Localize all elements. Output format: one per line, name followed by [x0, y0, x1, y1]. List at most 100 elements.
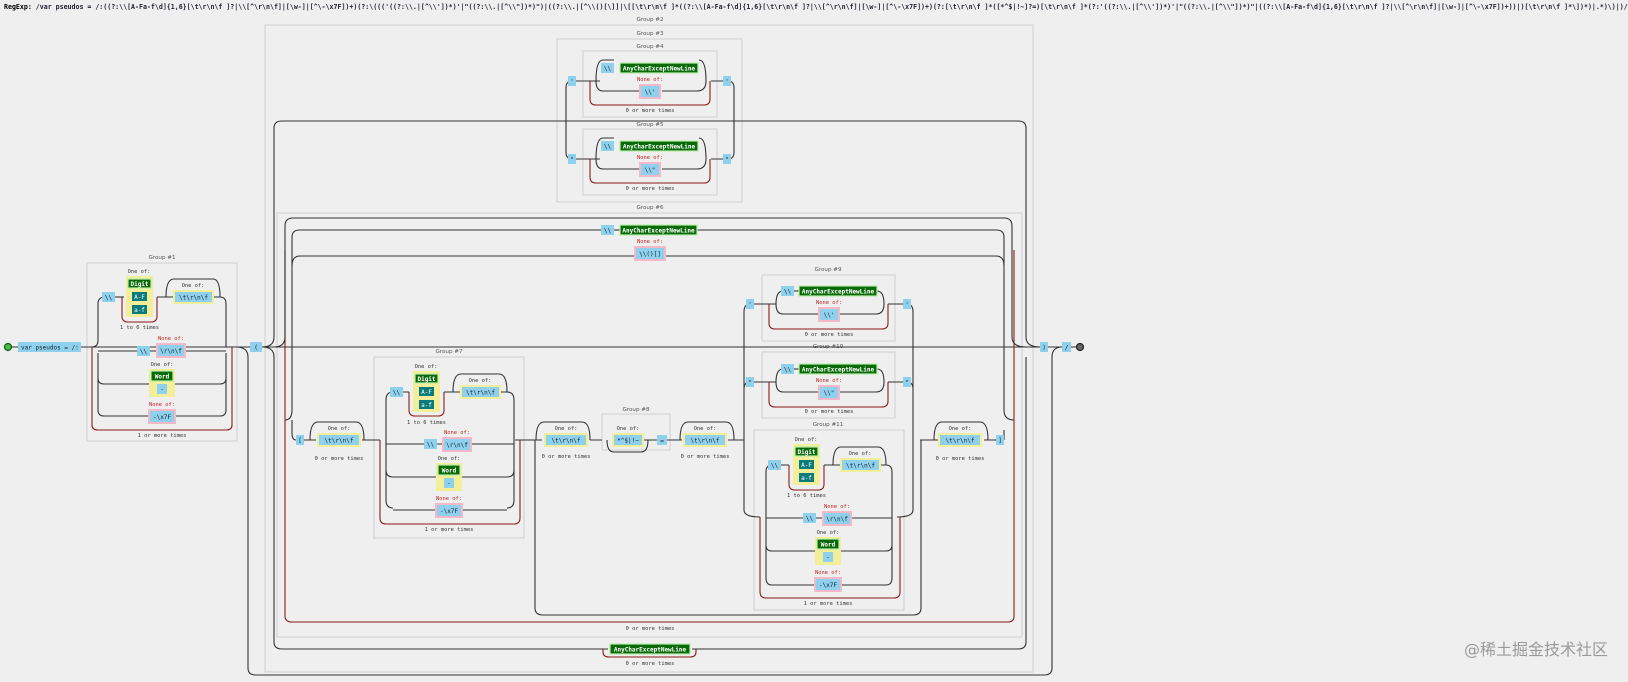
g1-noneof-label: None of:	[158, 336, 184, 342]
g10-branches	[775, 368, 885, 393]
ws3: \t\r\n\f	[691, 438, 720, 445]
g10-noneof-label: None of:	[816, 378, 842, 384]
g8-oneof-label: One of:	[617, 426, 640, 432]
start-literal: var pseudos = /:	[21, 345, 79, 352]
ws1-count: 0 or more times	[315, 456, 364, 462]
g10-anychar: AnyCharExceptNewLine	[802, 367, 875, 374]
slash-box	[1062, 342, 1071, 352]
g8-skip	[606, 439, 649, 453]
bracket-close-box	[996, 435, 1004, 445]
g5-dquote-open: "	[570, 157, 574, 164]
group-11-box	[753, 429, 905, 611]
group-1-label: Group #1	[148, 255, 175, 261]
group-1-branches-left	[91, 296, 106, 417]
g7-branches-right	[506, 391, 515, 509]
ws3-skip	[679, 421, 735, 441]
group-8-box	[601, 413, 671, 451]
g11-word-box	[816, 538, 840, 550]
g7-digit: Digit	[417, 376, 435, 383]
g10-dquote-close: "	[905, 380, 909, 387]
g10-bsdq: \\"	[824, 390, 835, 397]
g3-split-right	[727, 80, 735, 160]
g10-anychar-box	[798, 363, 878, 375]
g4-bsq: \\'	[645, 89, 656, 96]
ws2-oneof-label: One of:	[555, 426, 578, 432]
ws2-skip	[535, 421, 591, 441]
g1-ws: \t\r\n\f	[179, 295, 208, 302]
g4-anychar: AnyCharExceptNewLine	[623, 66, 696, 73]
group-1-branches-right	[219, 296, 227, 417]
slash-literal: /	[1065, 345, 1069, 352]
ws1-skip	[309, 421, 365, 441]
close-paren-box	[1040, 342, 1048, 352]
g2-branch-anychar	[261, 346, 1027, 650]
g4-count: 0 or more times	[626, 108, 675, 114]
g1-backslash-literal: \\	[105, 295, 113, 302]
g7-backslash: \\	[393, 390, 401, 397]
g11-crlf-box	[824, 513, 850, 524]
g5-loop	[589, 159, 711, 184]
g11-af: a-f	[801, 475, 812, 482]
g11-oneof-word-label: One of:	[817, 530, 840, 536]
g7-backslash2-box	[424, 439, 437, 449]
g5-dquote-close-box	[723, 154, 731, 164]
g9-anychar-box	[798, 285, 878, 297]
g5-noneof-label: None of:	[637, 155, 663, 161]
bracket-close: ]	[998, 438, 1002, 445]
ws3-count: 0 or more times	[681, 454, 730, 460]
g1-word-box	[150, 370, 174, 382]
g11-word: Word	[821, 542, 836, 549]
ws1-oneof-label: One of:	[328, 426, 351, 432]
ws4-box	[940, 435, 980, 445]
g5-backslash-box	[601, 141, 614, 151]
g5-bsdq-box	[641, 164, 659, 175]
attr-op-bypass	[534, 440, 922, 616]
g1-x7f: -\x7F	[153, 414, 171, 421]
regex-label: RegExp:	[4, 3, 32, 11]
g4-backslash: \\	[604, 66, 612, 73]
g7-ws-box	[462, 387, 499, 397]
g11-digit: Digit	[797, 449, 815, 456]
g11-noneof-label: None of:	[824, 504, 850, 510]
g11-backslash: \\	[771, 463, 779, 470]
group-10-box	[761, 351, 896, 419]
g1-crlf-box	[158, 345, 184, 356]
g9-loop	[768, 304, 889, 330]
g2-anychar-count: 0 or more times	[626, 661, 675, 667]
g7-count-1plus: 1 or more times	[425, 527, 474, 533]
g7-x7f-box	[437, 505, 461, 516]
g1-oneof-ws-label: One of:	[182, 283, 205, 289]
g7-x7f: -\x7F	[440, 508, 458, 515]
ws2-box	[546, 435, 586, 445]
g1-digit-box	[127, 278, 152, 289]
g1-x7f-box	[150, 411, 174, 422]
group-7-box	[373, 356, 525, 539]
g4-branches	[595, 59, 707, 92]
g1-AF: A-F	[134, 294, 145, 301]
group-6-box	[276, 212, 1023, 638]
g11-backslash2-box	[803, 513, 816, 523]
g1-oneof-label: One of:	[128, 269, 151, 275]
g11-backslash-box	[768, 460, 781, 470]
g6-branch-escape	[284, 229, 1015, 421]
g1-dash: -	[160, 387, 164, 394]
g2-anychar-loop	[602, 649, 697, 658]
g1-digit: Digit	[130, 281, 148, 288]
group-2-box	[264, 24, 1034, 673]
g4-bsq-box	[641, 86, 659, 97]
g7-oneof-ws-label: One of:	[469, 378, 492, 384]
g11-count-1to6: 1 to 6 times	[787, 493, 826, 499]
g6-anychar: AnyCharExceptNewLine	[622, 228, 695, 235]
ws2: \t\r\n\f	[552, 438, 581, 445]
g1-count-1plus: 1 or more times	[138, 433, 187, 439]
group-8-label: Group #8	[622, 407, 649, 413]
g7-crlf-box	[444, 439, 470, 450]
ws3-box	[685, 435, 725, 445]
g9-bsq-box	[820, 309, 838, 320]
g7-AF: A-F	[421, 389, 432, 396]
g1-AF-box	[132, 292, 147, 301]
g10-dquote-open-box	[746, 377, 754, 387]
g11-crlf: \r\n\f	[826, 516, 848, 523]
ws4: \t\r\n\f	[946, 438, 975, 445]
g3-split-left	[565, 80, 573, 160]
